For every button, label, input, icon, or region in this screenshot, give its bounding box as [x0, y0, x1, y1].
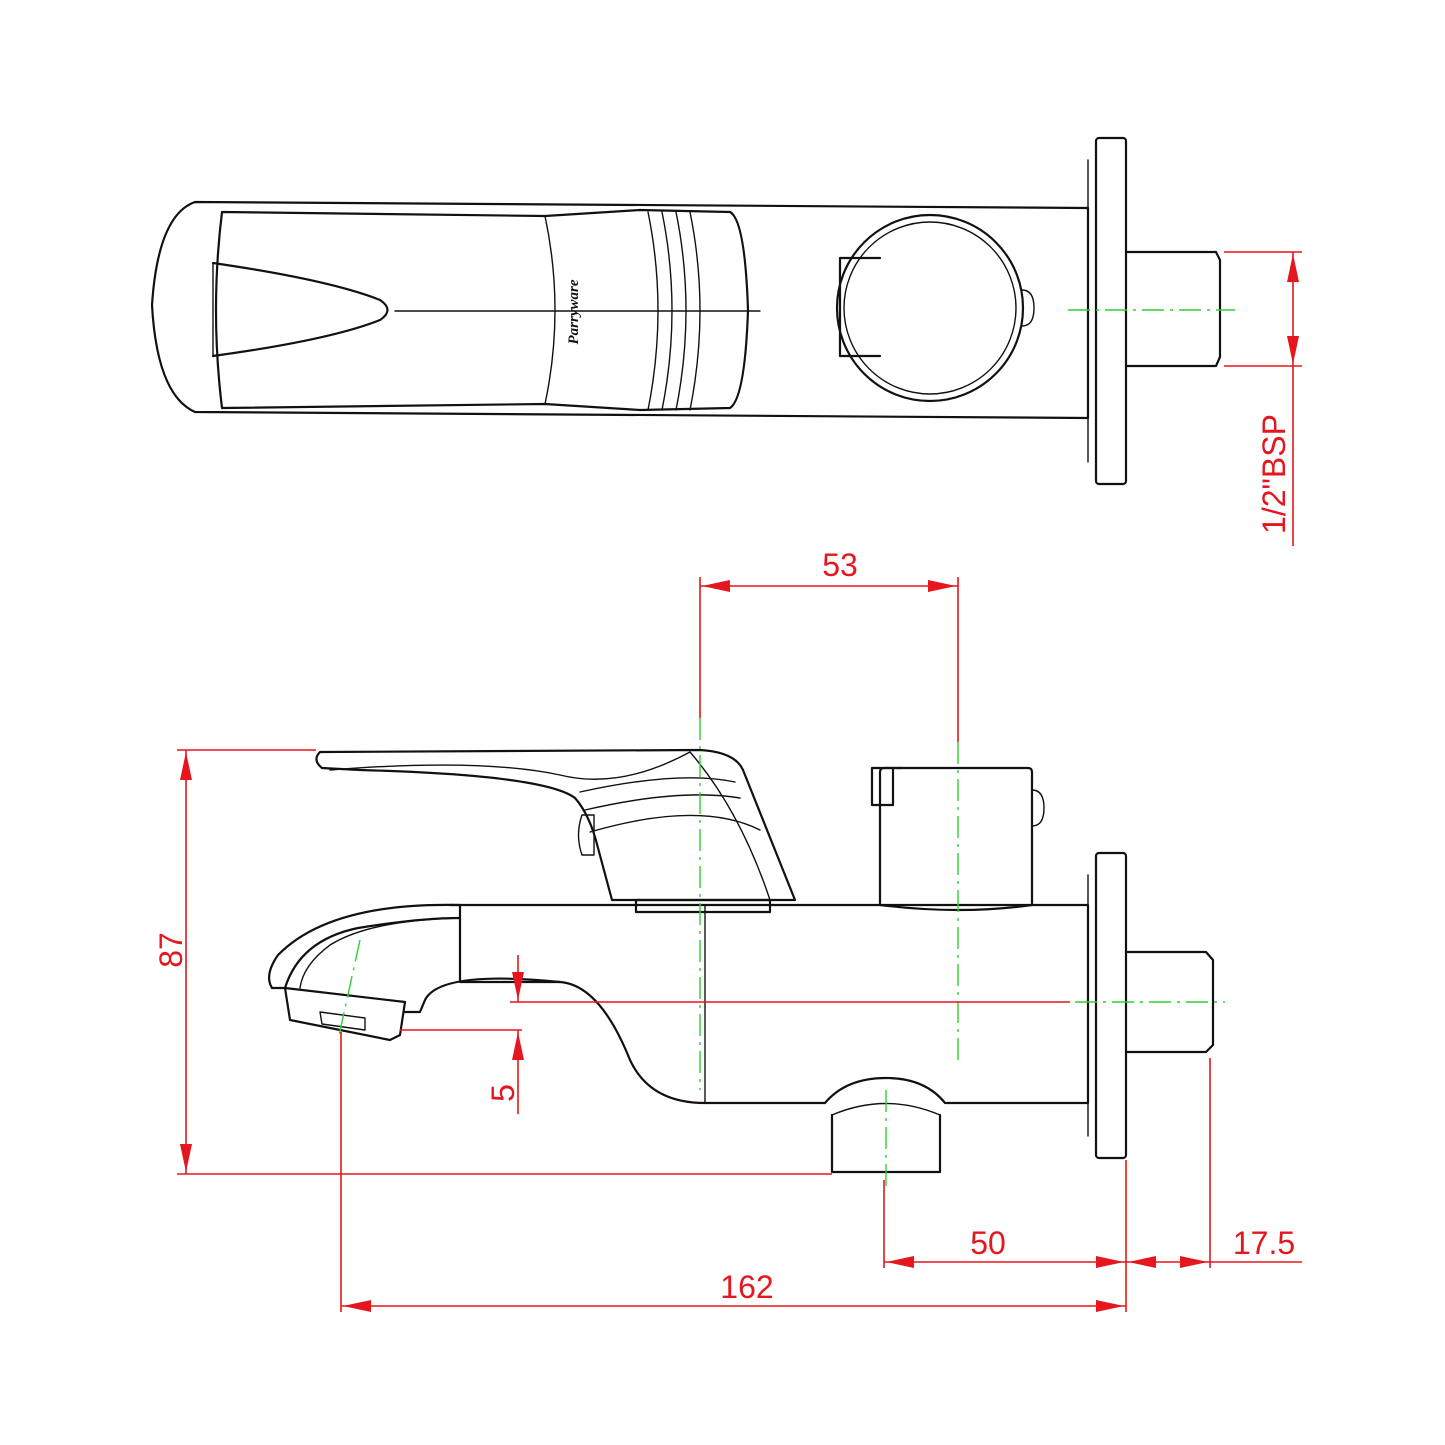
- dimension-diverter-to-wall: 50: [883, 1160, 1127, 1312]
- dimension-lever-to-diverter-label: 53: [822, 547, 858, 583]
- dimension-height: 87: [153, 749, 832, 1175]
- top-view-diverter-pin: [1021, 289, 1035, 327]
- dimension-spout-gap: 5: [400, 955, 1070, 1114]
- side-view-lever-pin: [577, 814, 595, 856]
- dimension-overall-length-label: 162: [720, 1269, 773, 1305]
- dimension-overall-length: 162: [340, 1032, 1126, 1312]
- side-view-lever-band-3: [589, 814, 761, 833]
- dimension-diverter-to-wall-label: 50: [970, 1225, 1006, 1261]
- top-view-diverter-ring: [835, 213, 1025, 403]
- top-view-inlet-pipe: [1124, 250, 1222, 368]
- side-view-lever-taper: [689, 751, 771, 901]
- side-view-aerator: [283, 986, 407, 1042]
- side-view-aerator-tip: [319, 1011, 366, 1031]
- side-view-body: [448, 903, 1090, 1105]
- side-view-diverter-pin: [1031, 789, 1045, 827]
- side-view-spout-inner: [299, 917, 461, 989]
- dimension-inlet-thread-label: 1/2"BSP: [1256, 414, 1292, 534]
- dimension-lever-to-diverter: 53: [699, 547, 959, 742]
- top-view-lever-edge: [544, 215, 556, 405]
- dimension-height-label: 87: [153, 932, 189, 968]
- brand-mark: Parryware: [566, 279, 582, 344]
- side-view-lever: [315, 748, 797, 902]
- top-view-wall-flange: [1094, 136, 1128, 486]
- side-view-lever-base: [634, 898, 772, 914]
- side-view-spout-underside: [403, 977, 562, 1014]
- side-view-diverter: [878, 766, 1034, 912]
- dimension-thread-length: 17.5: [1126, 1058, 1302, 1268]
- top-view-diverter-ring-inner: [843, 221, 1017, 395]
- dimension-spout-gap-label: 5: [485, 1084, 521, 1102]
- side-view: [267, 718, 1225, 1190]
- top-view-diverter-knob: [838, 256, 882, 358]
- top-view-body: [150, 200, 1090, 420]
- side-view-inlet-pipe: [1124, 950, 1215, 1054]
- top-view-recess: [211, 261, 389, 358]
- side-view-spout: [267, 903, 462, 990]
- side-view-spout-axis: [337, 939, 361, 1041]
- dimension-inlet-thread: 1/2"BSP: [1224, 251, 1302, 546]
- side-view-lever-band-1: [579, 777, 736, 793]
- side-view-diverter-knob: [870, 766, 904, 807]
- side-view-lever-band-2: [584, 794, 741, 811]
- side-view-lever-edge: [329, 751, 691, 780]
- top-view-lever: [214, 208, 750, 412]
- side-view-wall-flange: [1094, 851, 1128, 1160]
- dimension-thread-length-label: 17.5: [1233, 1225, 1295, 1261]
- top-view: Parryware: [150, 136, 1235, 486]
